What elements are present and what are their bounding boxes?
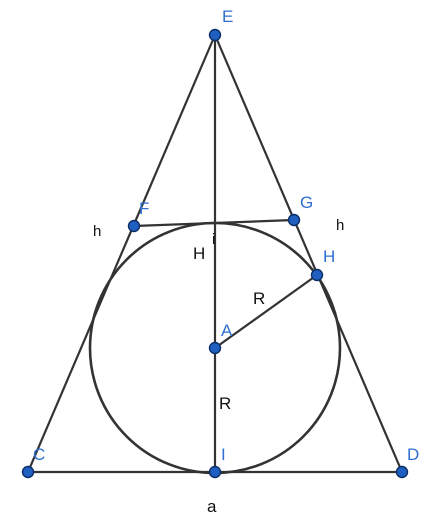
segment-FG — [132, 218, 296, 228]
point-F — [127, 219, 141, 233]
point-D — [395, 465, 409, 479]
label-h-right: h — [336, 217, 344, 234]
point-G — [287, 213, 301, 227]
label-R-lower: R — [219, 394, 231, 413]
point-I — [208, 465, 222, 479]
label-F: F — [139, 199, 149, 218]
point-H — [310, 268, 324, 282]
label-C: C — [33, 445, 45, 464]
label-h-left: h — [93, 223, 101, 240]
label-G: G — [300, 193, 313, 212]
label-D: D — [407, 445, 419, 464]
point-A — [208, 341, 222, 355]
radius-AH — [213, 273, 319, 350]
side-CE — [26, 33, 217, 474]
label-R-upper: R — [253, 289, 265, 308]
label-A: A — [221, 321, 233, 340]
point-E — [208, 28, 222, 42]
label-a-base: a — [207, 497, 217, 516]
label-I: I — [221, 445, 226, 464]
side-DE — [213, 33, 404, 474]
label-E: E — [222, 7, 233, 26]
point-C — [21, 465, 35, 479]
label-i-small: i — [212, 231, 215, 248]
label-H: H — [323, 247, 335, 266]
label-H-height: H — [193, 244, 205, 263]
